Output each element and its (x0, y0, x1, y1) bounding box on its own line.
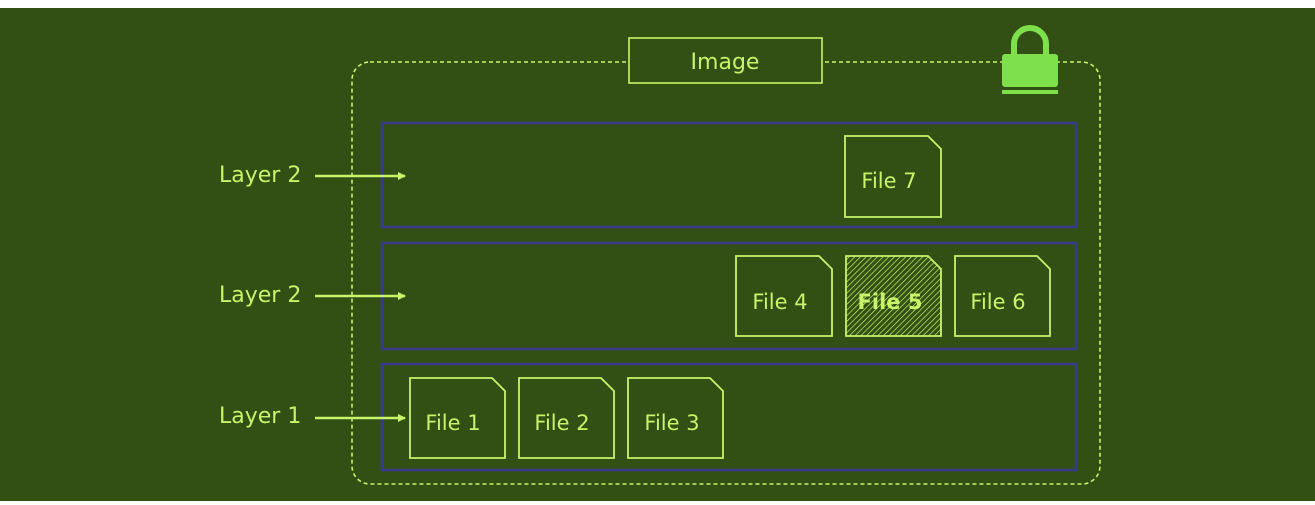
file-5-label: File 5 (858, 290, 923, 314)
image-title: Image (691, 50, 760, 75)
file-1-label: File 1 (425, 411, 480, 435)
image-container (351, 61, 1101, 485)
file-4: File 4 (735, 255, 833, 337)
layer-label-bottom: Layer 1 (219, 404, 301, 429)
file-3-label: File 3 (644, 411, 699, 435)
file-4-label: File 4 (752, 290, 807, 314)
image-title-box (628, 37, 823, 84)
layer-box-bottom (380, 362, 1078, 472)
diagram-svg: Image Layer 2 Layer 2 Layer 1 File 7 Fil… (219, 25, 1101, 485)
file-1: File 1 (409, 377, 506, 459)
file-6: File 6 (954, 255, 1051, 337)
file-3: File 3 (627, 377, 724, 459)
layer-label-middle: Layer 2 (219, 283, 301, 308)
padlock-icon (1002, 25, 1058, 94)
file-6-label: File 6 (970, 290, 1025, 314)
file-7: File 7 (844, 135, 942, 218)
layer-box-top (380, 121, 1078, 229)
file-2: File 2 (518, 377, 615, 459)
layer-label-top: Layer 2 (219, 163, 301, 188)
file-5-highlighted: File 5 (845, 255, 942, 337)
diagram-canvas: Image Layer 2 Layer 2 Layer 1 File 7 Fil… (0, 8, 1315, 501)
file-7-label: File 7 (861, 169, 916, 193)
file-2-label: File 2 (534, 411, 589, 435)
